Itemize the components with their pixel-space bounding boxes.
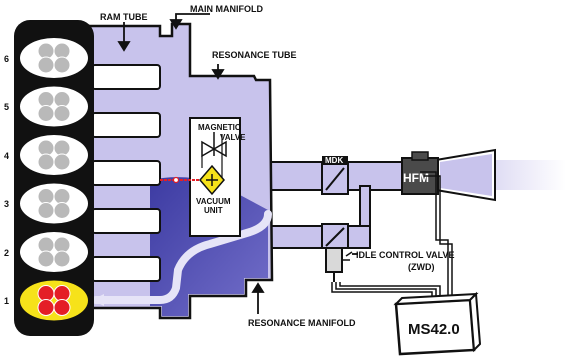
cylinder-number-4: 4	[4, 151, 9, 161]
cylinder-bore	[20, 38, 88, 78]
air-intake-flow	[435, 148, 566, 202]
valve	[53, 299, 71, 316]
valve	[53, 105, 71, 122]
hfm-label: HFM	[403, 171, 429, 185]
ecu-label: MS42.0	[408, 321, 460, 338]
idle-control-valve	[321, 223, 353, 282]
mdk-label: MDK	[325, 156, 343, 165]
cylinder-number-5: 5	[4, 102, 9, 112]
cylinder-bore	[20, 86, 88, 127]
idle-control-valve-label-2: (ZWD)	[408, 262, 435, 272]
vacuum-link	[160, 176, 200, 184]
magnetic-valve-icon	[201, 132, 227, 180]
cylinder-number-2: 2	[4, 248, 9, 258]
valve	[37, 250, 55, 268]
leader-arrows	[117, 13, 358, 314]
cylinder-bore	[20, 135, 88, 175]
vacuum-unit-label: VACUUM	[196, 197, 231, 206]
cylinder-3	[20, 183, 88, 224]
valve	[37, 56, 55, 74]
ecu-ms42-box: MS42.0	[393, 291, 482, 356]
cylinder-4	[20, 135, 88, 175]
cylinder-1	[20, 280, 88, 321]
main-manifold-label: MAIN MANIFOLD	[190, 4, 263, 14]
resonance-tube-label: RESONANCE TUBE	[212, 50, 297, 60]
cylinder-number-6: 6	[4, 54, 9, 64]
resonance-manifold-label: RESONANCE MANIFOLD	[248, 318, 356, 328]
valve	[37, 299, 55, 316]
magnetic-valve-label: MAGNETIC	[198, 123, 241, 132]
vacuum-unit-box: MAGNETIC VALVE VACUUM UNIT	[189, 117, 246, 237]
cylinder-bore	[20, 232, 88, 272]
cylinder-bore	[20, 183, 88, 224]
cylinder-number-1: 1	[4, 296, 9, 306]
valve	[37, 153, 55, 171]
cylinder-2	[20, 232, 88, 272]
idle-control-valve-label: IDLE CONTROL VALVE	[356, 250, 455, 260]
runner-slots	[91, 64, 161, 282]
valve	[37, 202, 55, 219]
vacuum-unit-icon	[199, 164, 225, 196]
valve	[37, 105, 55, 122]
valve	[53, 202, 71, 219]
valve	[53, 56, 71, 74]
valve	[53, 153, 71, 171]
cylinder-numbers: 6 5 4 3 2 1	[4, 54, 9, 306]
cylinder-5	[20, 86, 88, 127]
cylinder-bore	[20, 280, 88, 321]
magnetic-valve-label-2: VALVE	[220, 133, 246, 142]
cylinder-number-3: 3	[4, 199, 9, 209]
mdk-throttle: MDK	[321, 156, 349, 195]
vacuum-unit-label-2: UNIT	[204, 206, 223, 215]
cylinder-6	[20, 38, 88, 78]
cylinders	[20, 38, 88, 321]
resonance-manifold	[84, 22, 274, 320]
valve	[53, 250, 71, 268]
ram-tube-label: RAM TUBE	[100, 12, 148, 22]
hfm-sensor: HFM	[401, 151, 439, 195]
